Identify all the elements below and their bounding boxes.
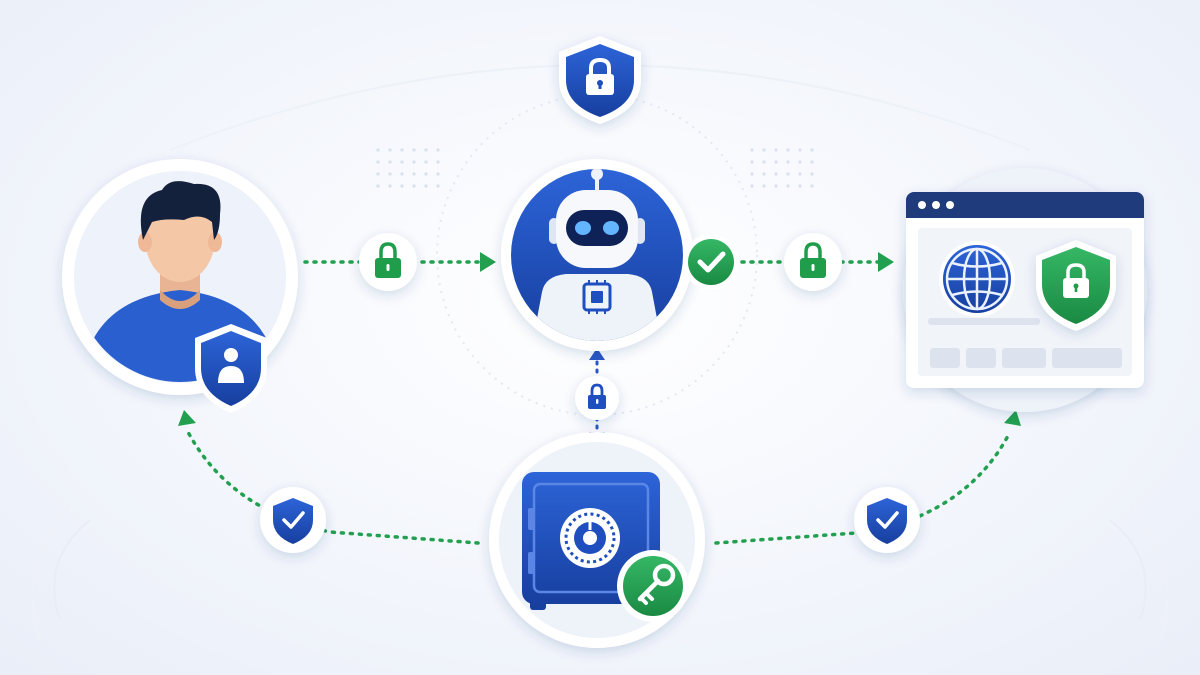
arrowhead-up-icon xyxy=(589,348,605,360)
arrowhead-right-icon xyxy=(480,252,496,272)
connector-agent-to-website xyxy=(740,252,894,272)
shield-check-marker-right xyxy=(854,487,920,553)
green-shield-lock-icon xyxy=(1036,240,1116,331)
user-node xyxy=(62,159,298,413)
shield-check-marker-left xyxy=(260,487,326,553)
arrowhead-up-icon xyxy=(1004,410,1021,426)
top-shield-lock-icon xyxy=(559,36,641,124)
vault-node xyxy=(489,432,705,648)
lock-marker-user-agent xyxy=(359,233,417,291)
user-shield-icon xyxy=(195,324,267,413)
robot-icon xyxy=(532,169,662,341)
lock-marker-agent-website xyxy=(784,233,842,291)
dot-grid-right xyxy=(750,148,814,188)
safe-vault-icon xyxy=(522,472,660,610)
ai-agent-node xyxy=(501,159,739,351)
connector-vault-to-website xyxy=(714,410,1021,545)
dot-grid-left xyxy=(376,148,440,188)
arrowhead-right-icon xyxy=(878,252,894,272)
connector-user-to-agent xyxy=(303,252,496,272)
website-node xyxy=(903,168,1147,412)
lock-marker-agent-vault xyxy=(575,376,619,420)
key-badge-icon xyxy=(617,550,689,622)
globe-icon xyxy=(939,241,1015,317)
check-badge-icon xyxy=(683,234,739,290)
arrowhead-up-icon xyxy=(178,410,196,426)
connector-vault-to-user xyxy=(178,410,480,545)
